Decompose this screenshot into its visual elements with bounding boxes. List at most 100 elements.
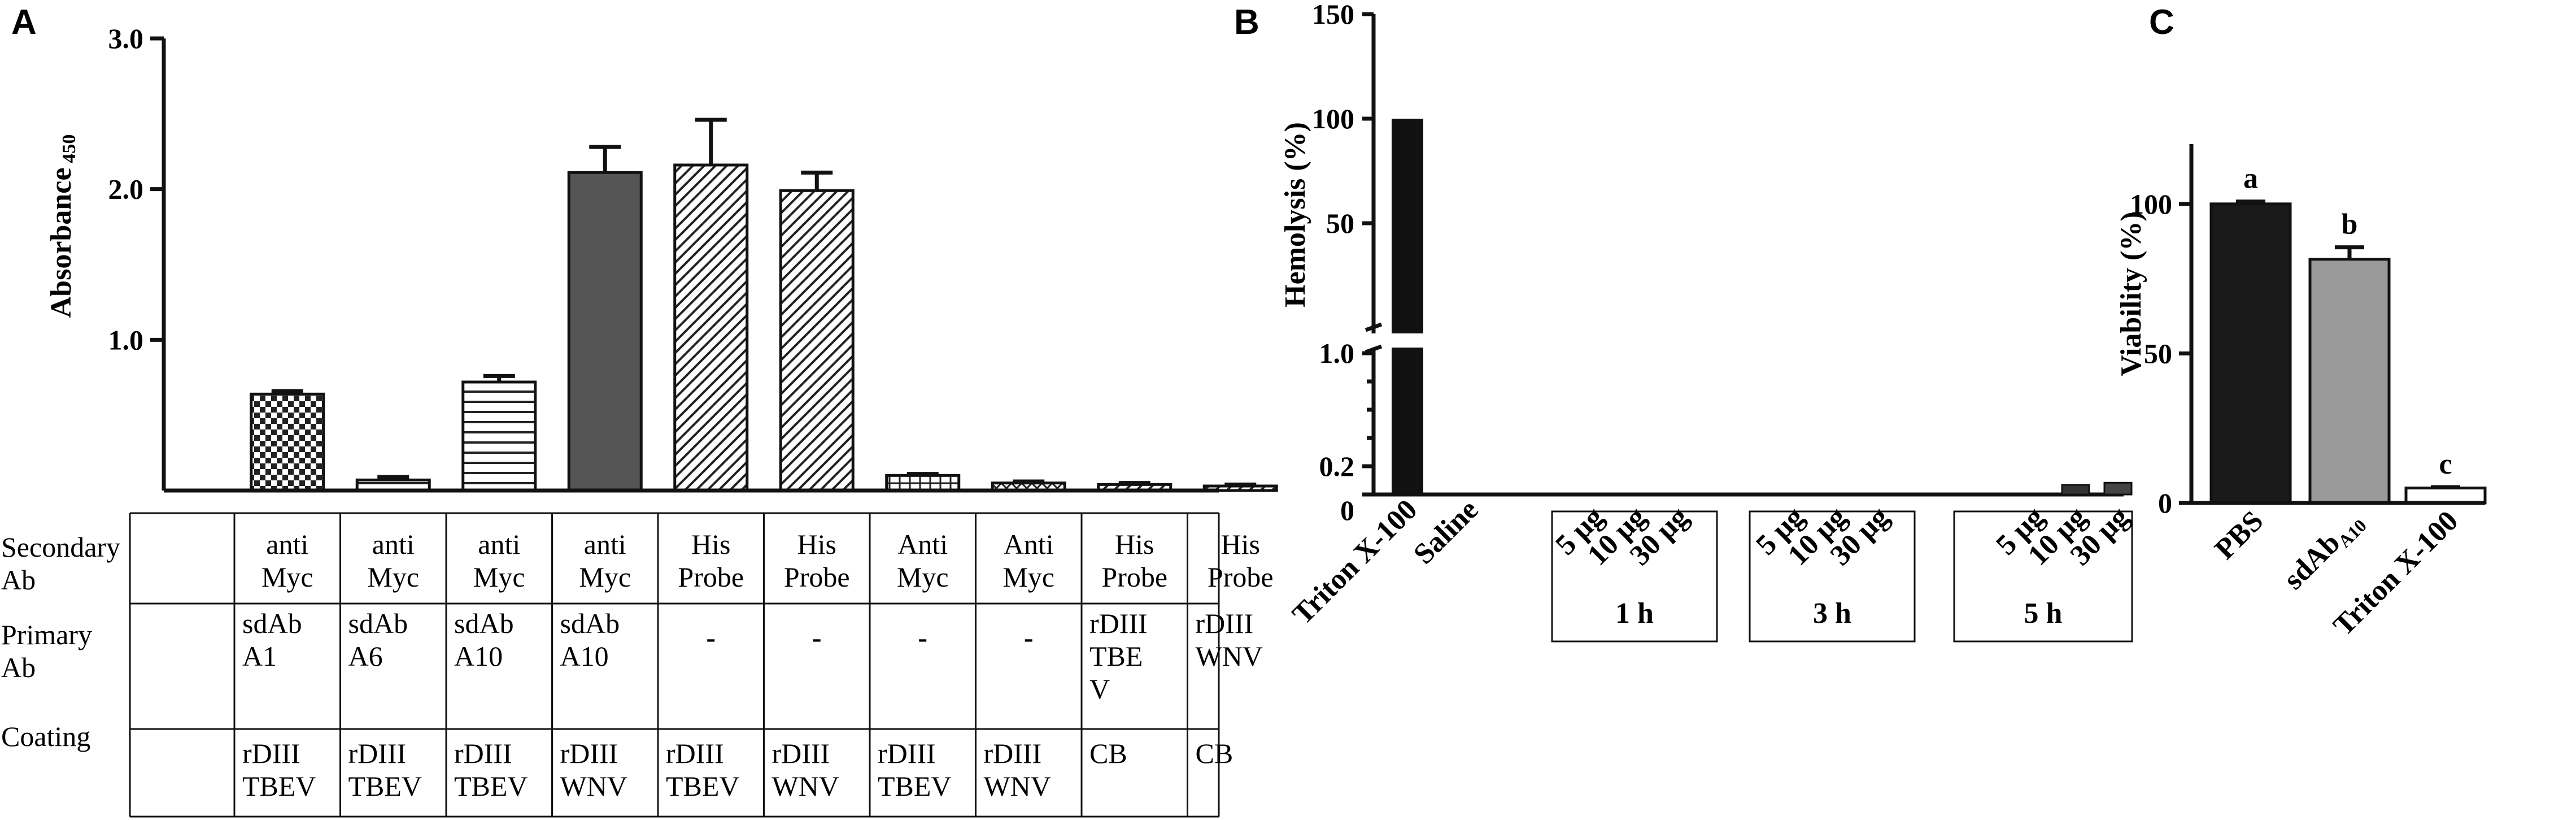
panel-b-axis-break bbox=[1365, 322, 1383, 332]
panel-c-bar bbox=[2209, 202, 2292, 505]
panel-b-y-tick-label: 150 bbox=[1312, 0, 1354, 30]
panel-a-table-cell-coating: WNV bbox=[560, 770, 627, 802]
panel-a-table-cell-coating: TBEV bbox=[878, 770, 952, 802]
panel-a-table-cell-secondary: His bbox=[691, 528, 730, 560]
panel-a-table-cell-secondary: Myc bbox=[579, 561, 631, 593]
panel-a-table-cell-secondary: His bbox=[797, 528, 836, 560]
panel-a-table-cell-primary: sdAb bbox=[348, 608, 408, 639]
panel-c-significance-letter: a bbox=[2243, 163, 2258, 195]
panel-a-table-cell-coating: TBEV bbox=[348, 770, 422, 802]
panel-a-bar bbox=[461, 380, 537, 492]
panel-a-table-cell-secondary: Myc bbox=[897, 561, 949, 593]
panel-a-table-cell-primary: TBE bbox=[1089, 640, 1143, 672]
panel-b-y-tick-label: 0.2 bbox=[1319, 450, 1355, 482]
panel-a-y-axis-label: Absorbance450 bbox=[45, 135, 80, 318]
panel-a-table-cell-primary: WNV bbox=[1196, 640, 1263, 672]
panel-b-group-label: 3 h bbox=[1813, 597, 1851, 630]
panel-a-table-cell-secondary: Myc bbox=[261, 561, 313, 593]
panel-label-a: A bbox=[11, 3, 37, 42]
panel-c-y-axis-label: Viability (%) bbox=[2115, 211, 2147, 376]
panel-b-bar bbox=[2103, 481, 2133, 496]
panel-b-y-tick-label: 0 bbox=[1340, 494, 1354, 526]
panel-a-table-cell-primary: - bbox=[812, 622, 822, 653]
panel-a-table-cell-coating: rDIII bbox=[560, 737, 618, 769]
panel-a-table-cell-coating: TBEV bbox=[242, 770, 316, 802]
panel-a-table-cell-secondary: Myc bbox=[367, 561, 419, 593]
panel-a-table-row-label: Secondary bbox=[1, 531, 120, 563]
panel-a-table-cell-secondary: Probe bbox=[784, 561, 850, 593]
panel-c-bars: a b c bbox=[2209, 163, 2487, 505]
panel-a-bar-chart: 1.02.03.0 Absorbance450 SecondaryAbPrima… bbox=[1, 23, 1278, 818]
panel-a-table-cell-secondary: Myc bbox=[473, 561, 525, 593]
panel-a-table-cell-secondary: His bbox=[1221, 528, 1260, 560]
panel-a-table-cell-coating: WNV bbox=[772, 770, 839, 802]
panel-b-x-label: Triton X-100 bbox=[1287, 493, 1424, 631]
panel-a-bar bbox=[779, 189, 855, 492]
panel-b-bar bbox=[2061, 484, 2090, 496]
panel-a-table-cell-coating: TBEV bbox=[666, 770, 740, 802]
panel-a-table-cell-secondary: Probe bbox=[1208, 561, 1274, 593]
panel-c-bar bbox=[2404, 487, 2487, 505]
panel-b-group-label: 1 h bbox=[1615, 597, 1654, 630]
panel-a-table-cell-coating: rDIII bbox=[772, 737, 830, 769]
panel-label-c: C bbox=[2149, 3, 2174, 42]
panel-b-group-box bbox=[1953, 510, 2133, 643]
panel-a-bar bbox=[567, 171, 643, 492]
panel-label-b: B bbox=[1234, 3, 1259, 42]
panel-a-table-cell-coating: TBEV bbox=[454, 770, 528, 802]
panel-a-y-tick-label: 1.0 bbox=[108, 324, 144, 355]
panel-a-table-cell-primary: rDIII bbox=[1089, 608, 1148, 639]
panel-a-table-cell-secondary: anti bbox=[372, 528, 415, 560]
panel-a-y-tick-label: 2.0 bbox=[108, 173, 144, 205]
panel-a-table-cell-coating: rDIII bbox=[348, 737, 407, 769]
panel-a-table-cell-primary: V bbox=[1089, 673, 1110, 705]
panel-a-table-cell-secondary: Probe bbox=[1101, 561, 1167, 593]
panel-a-table-row-label: Coating bbox=[1, 721, 90, 752]
panel-b-group-box bbox=[1749, 510, 1916, 643]
panel-c-significance-letter: b bbox=[2342, 209, 2358, 241]
panel-b-bar bbox=[1392, 348, 1423, 494]
panel-c-x-label: sdAbA10 bbox=[2277, 505, 2370, 598]
panel-a-table-cell-primary: rDIII bbox=[1196, 608, 1254, 639]
panel-a-bar bbox=[885, 474, 961, 492]
panel-c-x-label: PBS bbox=[2209, 505, 2270, 566]
panel-a-table-cell-primary: - bbox=[706, 622, 716, 653]
panel-b-bar bbox=[1392, 119, 1423, 333]
panel-a-table-cell-coating: rDIII bbox=[878, 737, 936, 769]
panel-a-table-cell-primary: - bbox=[918, 622, 927, 653]
panel-a-table-cell-coating: WNV bbox=[984, 770, 1051, 802]
panel-c-y-tick-label: 0 bbox=[2158, 487, 2172, 519]
panel-a-table-cell-coating: rDIII bbox=[666, 737, 724, 769]
panel-b-group-label: 5 h bbox=[2024, 597, 2063, 630]
panel-a-table-cell-primary: sdAb bbox=[454, 608, 514, 639]
panel-a-table-cell-primary: sdAb bbox=[242, 608, 302, 639]
panel-a-table-cell-coating: CB bbox=[1089, 737, 1127, 769]
panel-b-y-tick-label: 50 bbox=[1326, 207, 1354, 239]
panel-a-y-ticks: 1.0 2.0 3.0 bbox=[108, 23, 1219, 493]
panel-c-bar bbox=[2308, 258, 2391, 505]
panel-a-table-row-label: Ab bbox=[1, 652, 36, 683]
panel-a-table-cell-coating: rDIII bbox=[984, 737, 1042, 769]
panel-b-bars bbox=[1392, 119, 2133, 496]
panel-a-table-cell-coating: rDIII bbox=[454, 737, 512, 769]
panel-a-table-cell-secondary: Probe bbox=[678, 561, 744, 593]
panel-a-table-cell-primary: A10 bbox=[454, 640, 503, 672]
panel-b-y-tick-label: 1.0 bbox=[1319, 337, 1355, 369]
panel-a-table-cell-secondary: anti bbox=[584, 528, 626, 560]
panel-a-bar bbox=[250, 392, 325, 492]
panel-c-significance-letter: c bbox=[2439, 448, 2452, 480]
panel-a-table-cell-primary: A10 bbox=[560, 640, 609, 672]
panel-c-y-tick-label: 100 bbox=[2130, 188, 2172, 220]
panel-a-y-tick-label: 3.0 bbox=[108, 23, 144, 54]
panel-a-table-row-label: Ab bbox=[1, 564, 36, 596]
panel-a-table-cell-coating: rDIII bbox=[242, 737, 300, 769]
panel-a-table-cell-primary: - bbox=[1024, 622, 1034, 653]
panel-a-bar bbox=[673, 163, 749, 492]
panel-b-axis-break bbox=[1365, 344, 1383, 354]
